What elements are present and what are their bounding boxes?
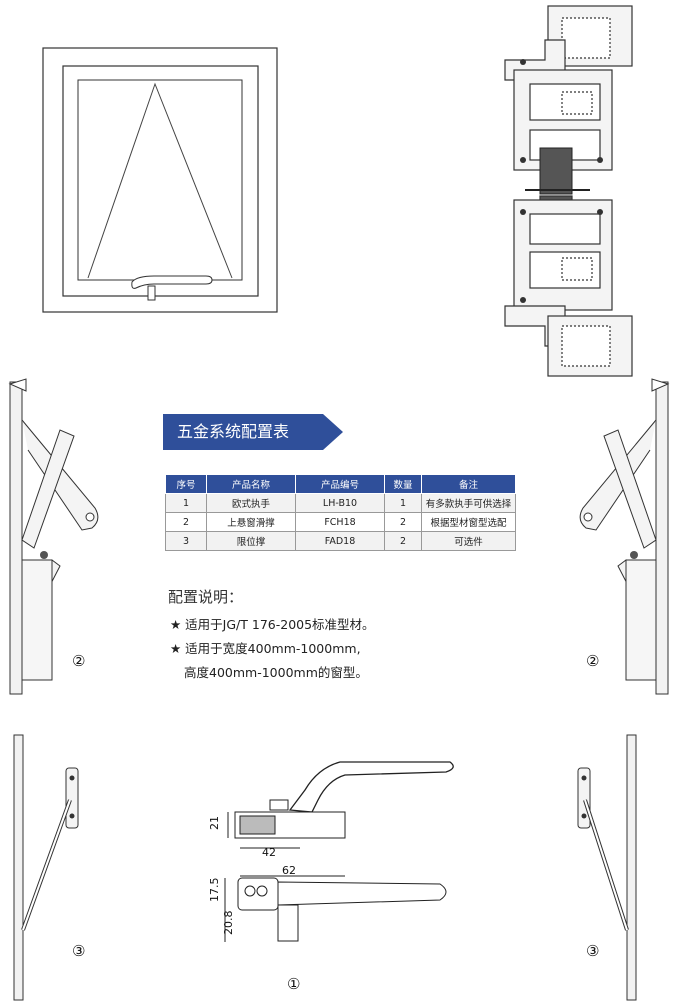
dimension-20-8: 20.8 [222, 911, 235, 936]
table-header: 备注 [421, 474, 516, 494]
callout-1: ① [287, 975, 301, 993]
callout-3-right: ③ [586, 942, 600, 960]
table-cell: 2 [384, 531, 422, 551]
note-line: ★ 适用于JG/T 176-2005标准型材。 [170, 617, 375, 632]
table-cell: 上悬窗滑撑 [206, 512, 296, 532]
table-header: 序号 [165, 474, 207, 494]
table-cell: 根据型材窗型选配 [421, 512, 516, 532]
table-header-row: 序号 产品名称 产品编号 数量 备注 [165, 474, 516, 494]
note-line: ★ 适用于宽度400mm-1000mm, [170, 641, 361, 656]
table-cell: FCH18 [295, 512, 385, 532]
table-cell: LH-B10 [295, 493, 385, 513]
table-header: 数量 [384, 474, 422, 494]
callout-2-right: ② [586, 652, 600, 670]
config-table-title: 五金系统配置表 [163, 414, 343, 450]
callout-2-left: ② [72, 652, 86, 670]
config-table: 序号 产品名称 产品编号 数量 备注 1 欧式执手 LH-B10 1 有多款执手… [165, 474, 516, 551]
table-row: 1 欧式执手 LH-B10 1 有多款执手可供选择 [165, 493, 516, 513]
table-cell: 2 [165, 512, 207, 532]
table-cell: 3 [165, 531, 207, 551]
table-row: 2 上悬窗滑撑 FCH18 2 根据型材窗型选配 [165, 512, 516, 532]
note-line: 高度400mm-1000mm的窗型。 [184, 665, 368, 680]
table-header: 产品编号 [295, 474, 385, 494]
table-header: 产品名称 [206, 474, 296, 494]
table-cell: FAD18 [295, 531, 385, 551]
dimension-17-5: 17.5 [208, 878, 221, 903]
table-row: 3 限位撑 FAD18 2 可选件 [165, 531, 516, 551]
table-cell: 2 [384, 512, 422, 532]
table-cell: 限位撑 [206, 531, 296, 551]
dimension-62: 62 [282, 864, 296, 877]
callout-3-left: ③ [72, 942, 86, 960]
table-cell: 可选件 [421, 531, 516, 551]
notes-title: 配置说明： [168, 588, 244, 606]
dimension-42: 42 [262, 846, 276, 859]
table-cell: 欧式执手 [206, 493, 296, 513]
table-cell: 有多款执手可供选择 [421, 493, 516, 513]
dimension-21: 21 [208, 816, 221, 830]
table-cell: 1 [384, 493, 422, 513]
table-cell: 1 [165, 493, 207, 513]
